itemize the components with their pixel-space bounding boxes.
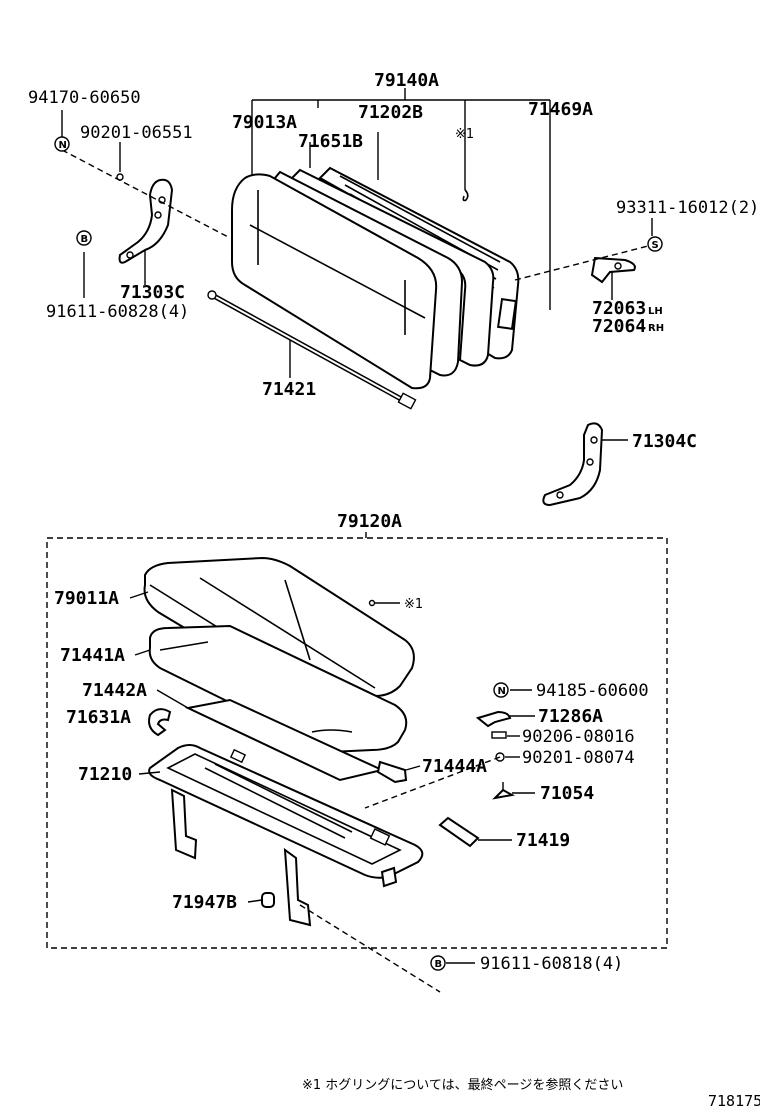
pin-71054 xyxy=(492,782,515,800)
label-90201-06551: 90201-06551 xyxy=(80,123,193,143)
assembly-boundary-79120A xyxy=(46,537,668,949)
diagram-id: 718175 xyxy=(708,1092,760,1110)
label-71947B: 71947B xyxy=(172,892,237,913)
svg-text:B: B xyxy=(81,234,89,245)
svg-text:N: N xyxy=(498,686,506,697)
footer-note: ※1 ホグリングについては、最終ページを参照ください xyxy=(302,1077,623,1093)
label-71444A: 71444A xyxy=(422,756,487,777)
label-91611-60828: 91611-60828(4) xyxy=(46,302,189,322)
seat-frame-71210 xyxy=(148,744,424,927)
svg-text:N: N xyxy=(59,140,67,151)
marker-n-upper: N xyxy=(54,136,70,152)
label-90206-08016: 90206-08016 xyxy=(522,727,635,747)
label-71651B: 71651B xyxy=(298,131,363,152)
label-71054: 71054 xyxy=(540,783,594,804)
label-94170-60650: 94170-60650 xyxy=(28,88,141,108)
ref-mark-1-top: ※1 xyxy=(455,127,474,142)
rod-71421 xyxy=(207,290,417,410)
marker-n-lower: N xyxy=(493,682,509,698)
label-79013A: 79013A xyxy=(232,112,297,133)
marker-b-upper: B xyxy=(76,230,92,246)
label-71469A: 71469A xyxy=(528,99,593,120)
seat-back-cover-79013A xyxy=(231,173,438,390)
label-71441A: 71441A xyxy=(60,645,125,666)
svg-text:B: B xyxy=(435,959,443,970)
label-71442A: 71442A xyxy=(82,680,147,701)
label-71631A: 71631A xyxy=(66,707,131,728)
clip-71631A xyxy=(148,708,172,737)
label-71419: 71419 xyxy=(516,830,570,851)
label-71210: 71210 xyxy=(78,764,132,785)
suffix-lh: LH xyxy=(648,306,663,317)
label-91611-60818: 91611-60818(4) xyxy=(480,954,623,974)
label-71202B: 71202B xyxy=(358,102,423,123)
label-72063: 72063 xyxy=(592,298,646,319)
marker-s-upper: S xyxy=(647,236,663,252)
seat-cushion-pad-71441A xyxy=(148,624,408,754)
lever-71286A xyxy=(475,710,512,728)
label-71304C: 71304C xyxy=(632,431,697,452)
suffix-rh: RH xyxy=(648,323,664,334)
cap-71947B xyxy=(261,892,275,908)
bracket-71444A xyxy=(376,760,408,784)
hog-ring-icon-mid xyxy=(368,599,400,607)
label-93311-16012: 93311-16012(2) xyxy=(616,198,759,218)
bracket-79140A xyxy=(251,88,551,310)
hog-ring-icon xyxy=(462,189,469,202)
ref-mark-1-mid: ※1 xyxy=(404,597,423,612)
marker-b-lower: B xyxy=(430,955,446,971)
label-90201-08074: 90201-08074 xyxy=(522,748,635,768)
label-94185-60600: 94185-60600 xyxy=(536,681,649,701)
bracket-71304C xyxy=(542,422,628,507)
hinge-71303C xyxy=(118,178,174,285)
label-79120A: 79120A xyxy=(337,511,402,532)
bolt-90206-08016 xyxy=(491,731,507,739)
label-79140A: 79140A xyxy=(374,70,439,91)
label-71286A: 71286A xyxy=(538,706,603,727)
svg-text:S: S xyxy=(652,240,659,251)
label-71303C: 71303C xyxy=(120,282,185,303)
hinge-72063 xyxy=(590,256,636,300)
screw-icon xyxy=(116,173,124,181)
tube-71419 xyxy=(438,816,480,848)
label-79011A: 79011A xyxy=(54,588,119,609)
label-71421: 71421 xyxy=(262,379,316,400)
label-72064: 72064 xyxy=(592,316,646,337)
